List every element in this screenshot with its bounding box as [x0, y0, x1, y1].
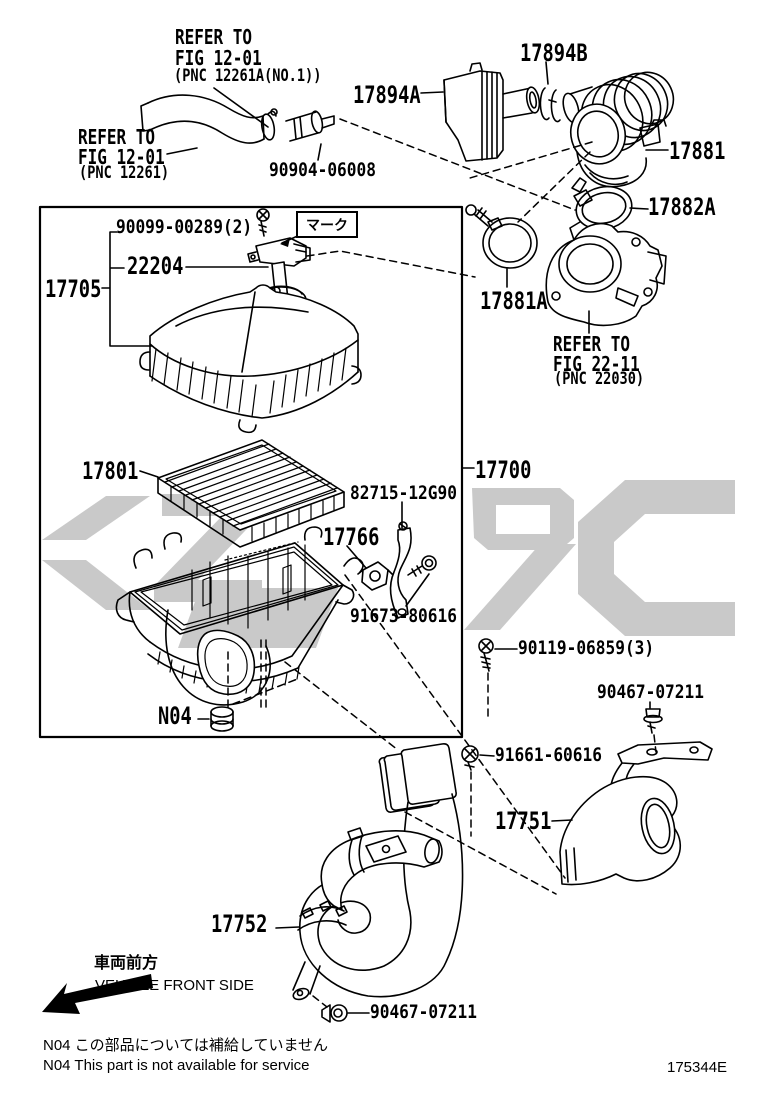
- bolt-91673-drawing: [405, 555, 437, 607]
- ref-fig2211-line1: REFER TO: [553, 332, 631, 356]
- air-cleaner-cap-17705-drawing: [139, 284, 362, 434]
- mark-tag-box: マーク: [296, 211, 358, 238]
- bolt-90467-upper-drawing: [643, 701, 663, 734]
- part-label-17801: 17801: [82, 457, 139, 485]
- part-label-17894A: 17894A: [353, 81, 421, 109]
- part-label-90119: 90119-06859(3): [518, 637, 655, 659]
- part-label-22204: 22204: [127, 252, 184, 280]
- main-frame: [38, 205, 464, 739]
- part-label-90099: 90099-00289(2): [116, 216, 253, 238]
- note-jp: N04 この部品については補給していません: [43, 1037, 329, 1054]
- part-label-90467-lower: 90467-07211: [370, 1001, 477, 1023]
- hose-fig12-01-drawing: [140, 87, 335, 161]
- bolt-90467-lower-drawing: [321, 1004, 370, 1023]
- part-label-n04: N04: [158, 702, 192, 730]
- clip-17766-drawing: [346, 545, 393, 591]
- part-label-91673: 91673-80616: [350, 605, 457, 627]
- ref-fig2211-line2: FIG 22-11: [553, 352, 640, 376]
- screw-90119-drawing: [478, 638, 518, 672]
- part-label-91661: 91661-60616: [495, 744, 602, 766]
- air-hose-17881-drawing: [562, 71, 675, 188]
- doc-code: 175344E: [667, 1059, 728, 1076]
- part-label-17894B: 17894B: [520, 39, 588, 67]
- mark-tag-text: マーク: [306, 217, 348, 234]
- ref-fig1201-line1: REFER TO: [78, 125, 156, 149]
- part-label-17766: 17766: [323, 523, 380, 551]
- gasket-17894B-drawing: [539, 61, 561, 123]
- vehicle-front-arrow: [42, 974, 153, 1014]
- part-label-17881: 17881: [669, 137, 726, 165]
- part-label-17705: 17705: [45, 275, 102, 303]
- ref-fig1201-no1-line3: (PNC 12261A(NO.1)): [174, 66, 322, 86]
- direction-label-jp: 車両前方: [94, 955, 159, 972]
- part-label-17751: 17751: [495, 807, 552, 835]
- part-label-17881A: 17881A: [480, 287, 548, 315]
- resonator-17894A-drawing: [420, 62, 541, 162]
- air-hose-17752-drawing: [275, 743, 464, 1001]
- throttle-body-drawing: [545, 221, 667, 334]
- inlet-pipe-17751-drawing: [551, 741, 713, 886]
- ref-fig1201-no1-line1: REFER TO: [175, 25, 253, 49]
- ref-fig1201-no1-line2: FIG 12-01: [175, 46, 262, 70]
- direction-label-en: VEHICLE FRONT SIDE: [95, 977, 254, 994]
- clamp-17881A-drawing: [465, 204, 538, 288]
- part-label-90904: 90904-06008: [269, 159, 376, 181]
- ref-fig2211-line3: (PNC 22030): [554, 369, 645, 389]
- ref-fig1201-line3: (PNC 12261): [79, 163, 170, 183]
- grommet-n04-drawing: [197, 706, 234, 732]
- part-label-17752: 17752: [211, 910, 268, 938]
- ref-fig1201-line2: FIG 12-01: [78, 145, 165, 169]
- part-label-82715: 82715-12G90: [350, 482, 457, 504]
- bracket-82715-drawing: [389, 501, 412, 619]
- note-en: N04 This part is not available for servi…: [43, 1057, 310, 1074]
- air-cleaner-case-drawing: [115, 526, 364, 706]
- part-label-17882A: 17882A: [648, 193, 716, 221]
- part-label-17700: 17700: [475, 456, 532, 484]
- part-label-90467-upper: 90467-07211: [597, 681, 704, 703]
- screw-91661-drawing: [461, 745, 495, 771]
- label-bracket-17705: [101, 231, 269, 347]
- dashed-connectors: [227, 118, 657, 1008]
- air-filter-17801-drawing: [139, 439, 345, 548]
